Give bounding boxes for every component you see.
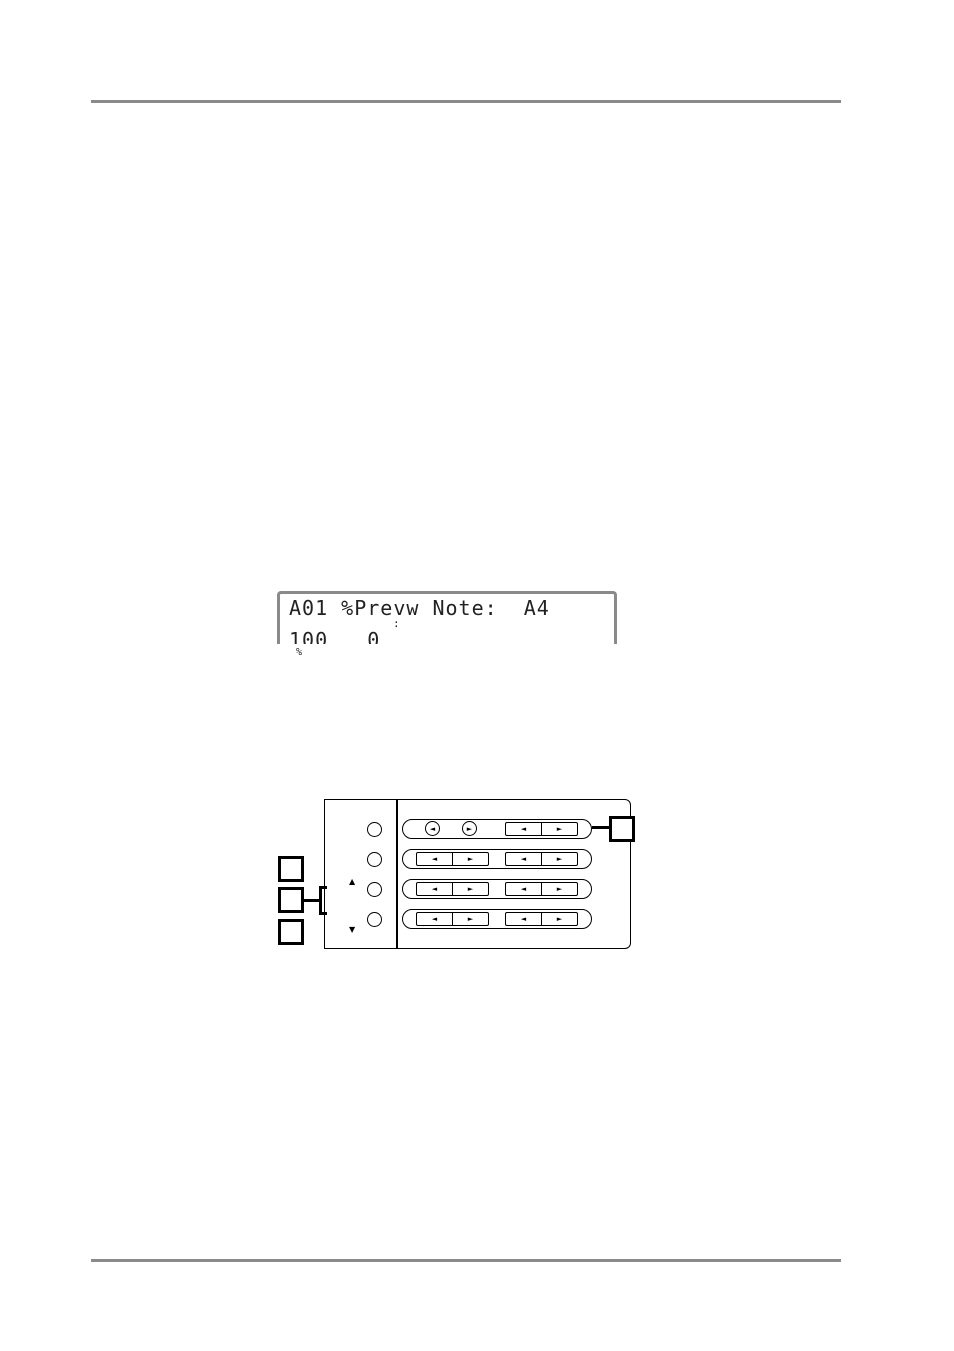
decrement-button[interactable]: ◄ — [431, 854, 438, 863]
value-pair-3b: ◄ ► — [505, 882, 578, 896]
left-triangle-icon: ◄ — [429, 824, 436, 833]
control-row-4: ◄ ► ◄ ► — [402, 909, 592, 929]
up-arrow-icon: ▲ — [349, 877, 356, 886]
right-triangle-icon: ► — [466, 824, 473, 833]
value-pair-2b: ◄ ► — [505, 852, 578, 866]
rewind-button[interactable]: ◄ — [425, 821, 440, 836]
value-pair-4b: ◄ ► — [505, 912, 578, 926]
lcd-line-2: 100 0 — [289, 628, 381, 644]
decrement-button[interactable]: ◄ — [431, 884, 438, 893]
increment-button[interactable]: ► — [452, 883, 488, 895]
header-rule — [91, 100, 841, 103]
increment-button[interactable]: ► — [452, 853, 488, 865]
control-row-2: ◄ ► ◄ ► — [402, 849, 592, 869]
lcd-colon: : — [393, 617, 401, 630]
callout-box-left-1 — [278, 856, 304, 882]
panel-divider — [396, 800, 398, 948]
increment-button[interactable]: ► — [541, 853, 577, 865]
bracket-bottom — [319, 912, 327, 915]
lcd-unit-label: % — [296, 647, 303, 658]
select-button-2[interactable] — [367, 852, 382, 867]
control-row-3: ◄ ► ◄ ► — [402, 879, 592, 899]
increment-button[interactable]: ► — [541, 823, 577, 835]
decrement-button[interactable]: ◄ — [520, 914, 527, 923]
select-button-3[interactable] — [367, 882, 382, 897]
select-button-1[interactable] — [367, 822, 382, 837]
increment-button[interactable]: ► — [541, 913, 577, 925]
value-pair-4a: ◄ ► — [416, 912, 489, 926]
lcd-line-1: A01 %Prevw Note: A4 — [289, 596, 550, 620]
control-panel: ▲ ▼ ◄ ► ◄ ► ◄ ► ◄ ► ◄ ► ◄ ► ◄ — [324, 799, 631, 949]
footer-rule — [91, 1259, 841, 1262]
decrement-button[interactable]: ◄ — [520, 854, 527, 863]
decrement-button[interactable]: ◄ — [431, 914, 438, 923]
lcd-display: A01 %Prevw Note: A4 : 100 0 — [277, 591, 617, 644]
bracket-vertical — [319, 886, 322, 915]
decrement-button[interactable]: ◄ — [520, 824, 527, 833]
callout-box-right — [609, 816, 635, 842]
bracket-top — [319, 886, 327, 889]
select-button-4[interactable] — [367, 912, 382, 927]
value-pair-2a: ◄ ► — [416, 852, 489, 866]
value-pair-3a: ◄ ► — [416, 882, 489, 896]
increment-button[interactable]: ► — [452, 913, 488, 925]
down-arrow-icon: ▼ — [349, 925, 356, 934]
bracket-stem — [304, 899, 321, 902]
callout-box-left-3 — [278, 919, 304, 945]
value-pair-1b: ◄ ► — [505, 822, 578, 836]
increment-button[interactable]: ► — [541, 883, 577, 895]
play-button[interactable]: ► — [462, 821, 477, 836]
decrement-button[interactable]: ◄ — [520, 884, 527, 893]
callout-leader-line — [592, 826, 610, 829]
callout-box-left-2 — [278, 887, 304, 913]
control-row-1: ◄ ► ◄ ► — [402, 819, 592, 839]
